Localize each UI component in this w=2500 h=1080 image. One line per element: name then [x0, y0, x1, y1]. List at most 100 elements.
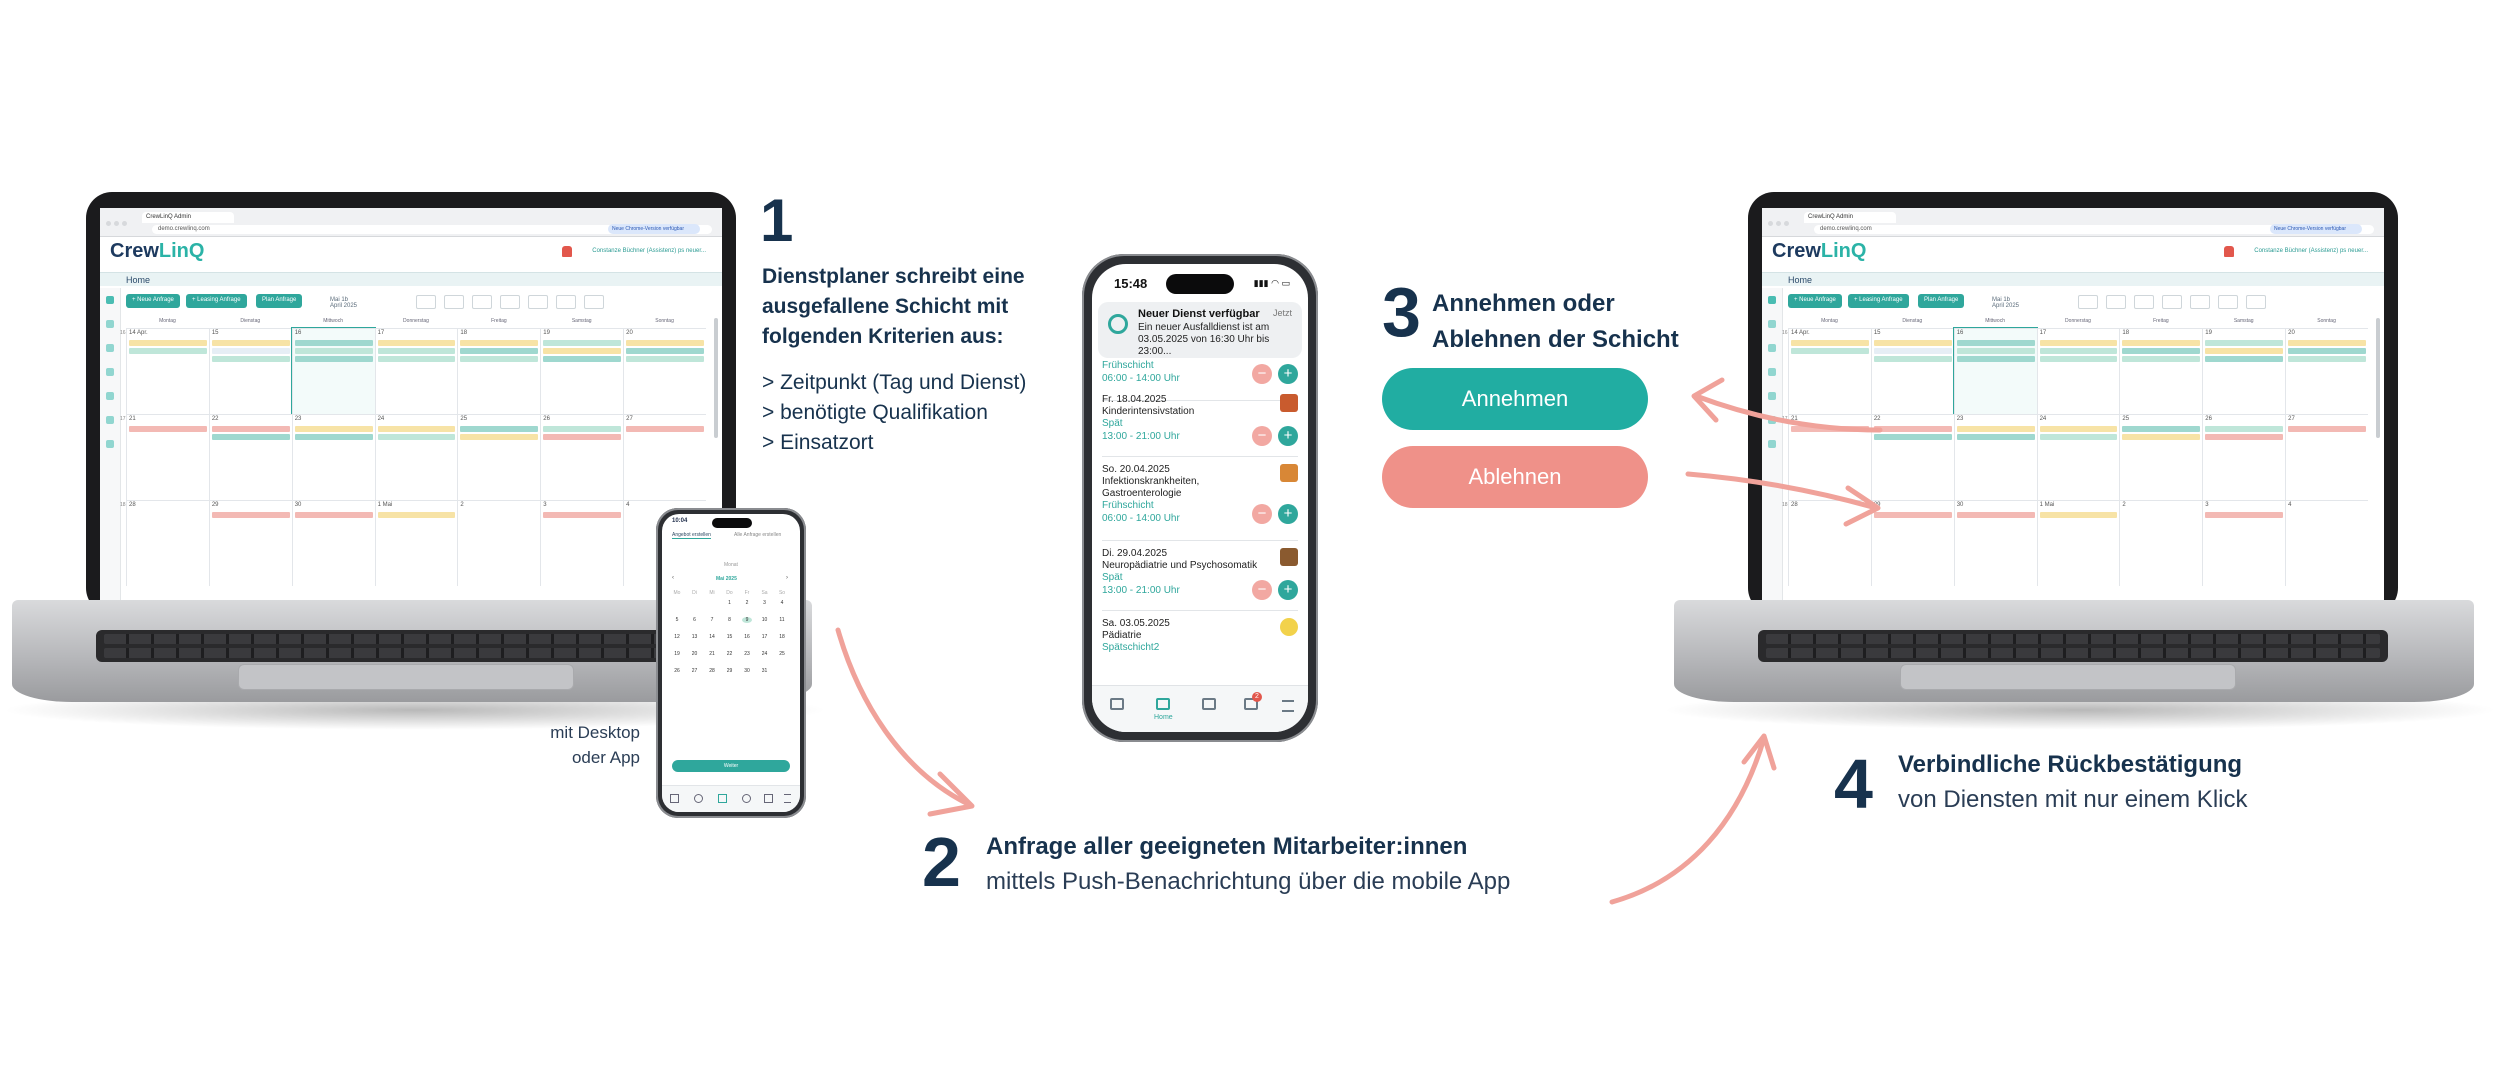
shift-event[interactable] [294, 434, 373, 440]
shift-event[interactable] [626, 340, 704, 346]
shift-event[interactable] [129, 348, 207, 354]
shift-event[interactable] [211, 348, 290, 354]
month-day[interactable]: 15 [726, 634, 733, 640]
view-toggle[interactable] [2078, 295, 2098, 309]
month-value[interactable]: Mai 2025 [716, 576, 737, 582]
month-day[interactable]: 14 [709, 634, 715, 640]
shift-event[interactable] [1956, 512, 2035, 518]
export-toggle[interactable] [584, 295, 604, 309]
decline-shift-button[interactable]: − [1252, 504, 1272, 524]
month-day[interactable]: 25 [779, 651, 785, 657]
month-day[interactable]: 16 [744, 634, 750, 640]
cloud-icon[interactable] [106, 440, 114, 448]
leasing-request-button[interactable]: + Leasing Anfrage [1848, 294, 1909, 308]
scrollbar[interactable] [714, 318, 718, 438]
calendar-icon[interactable] [106, 296, 114, 304]
shift-event[interactable] [543, 434, 622, 440]
calendar-icon[interactable] [1110, 698, 1124, 710]
shift-event[interactable] [211, 512, 290, 518]
month-day[interactable]: 20 [691, 651, 698, 657]
shift-event[interactable] [2039, 340, 2118, 346]
filter-toggle[interactable] [444, 295, 464, 309]
month-day[interactable]: 5 [675, 617, 679, 623]
shift-event[interactable] [1956, 340, 2035, 346]
calendar-day-cell[interactable]: 17 [374, 328, 458, 414]
shift-event[interactable] [2039, 426, 2118, 432]
month-day[interactable]: 9 [742, 617, 752, 623]
undo-toggle[interactable] [556, 295, 576, 309]
shift-event[interactable] [626, 356, 704, 362]
calendar-day-cell[interactable]: 16 [1952, 327, 2038, 415]
decline-shift-button[interactable]: − [1252, 364, 1272, 384]
shift-event[interactable] [2122, 434, 2201, 440]
user-icon[interactable] [106, 320, 114, 328]
calendar-day-cell[interactable]: 3 [2202, 500, 2286, 586]
calendar-day-cell[interactable]: 25 [457, 414, 541, 500]
month-day[interactable]: 27 [691, 668, 698, 674]
push-notification[interactable]: Neuer Dienst verfügbar Ein neuer Ausfall… [1098, 302, 1302, 358]
month-day[interactable]: 8 [728, 617, 731, 623]
calendar-day-cell[interactable]: 21 [126, 414, 209, 500]
megaphone-icon[interactable] [1768, 392, 1776, 400]
accept-button[interactable]: Annehmen [1382, 368, 1648, 430]
person-toggle[interactable] [2162, 295, 2182, 309]
shift-event[interactable] [377, 512, 456, 518]
calendar-day-cell[interactable]: 1 Mai [2036, 500, 2120, 586]
calendar-day-cell[interactable]: 22 [1870, 414, 1954, 500]
shift-event[interactable] [1956, 356, 2035, 362]
cloud-icon[interactable] [1768, 440, 1776, 448]
shift-event[interactable] [1956, 426, 2035, 432]
shift-event[interactable] [294, 340, 373, 346]
shift-event[interactable] [129, 340, 207, 346]
shift-event[interactable] [377, 348, 456, 354]
tab-create-offer[interactable]: Angebot erstellen [672, 532, 711, 539]
user-name[interactable]: Constanze Büchner (Assistenz) ps neuer..… [2254, 248, 2368, 254]
shift-event[interactable] [543, 356, 622, 362]
shift-event[interactable] [460, 356, 539, 362]
share-toggle[interactable] [2190, 295, 2210, 309]
shift-event[interactable] [1956, 434, 2035, 440]
month-day[interactable]: 31 [761, 668, 768, 674]
notification-bell-icon[interactable] [562, 246, 572, 257]
user-icon[interactable] [1768, 320, 1776, 328]
shift-event[interactable] [626, 426, 704, 432]
month-day[interactable]: 21 [709, 651, 715, 657]
month-day[interactable]: 4 [780, 600, 784, 606]
month-day[interactable]: 28 [709, 668, 715, 674]
shift-event[interactable] [377, 434, 456, 440]
shift-event[interactable] [2205, 340, 2284, 346]
shift-event[interactable] [2288, 348, 2366, 354]
month-day[interactable]: 2 [745, 600, 749, 606]
accept-shift-button[interactable]: + [1278, 504, 1298, 524]
month-day[interactable]: 29 [726, 668, 733, 674]
chat-icon[interactable] [1244, 698, 1258, 710]
shift-event[interactable] [129, 426, 207, 432]
month-day[interactable]: 30 [744, 668, 750, 674]
org-icon[interactable] [1768, 368, 1776, 376]
sync-toggle[interactable] [472, 295, 492, 309]
share-toggle[interactable] [528, 295, 548, 309]
browser-tab[interactable]: CrewLinQ Admin [142, 212, 234, 223]
shift-event[interactable] [1791, 340, 1869, 346]
calendar-day-cell[interactable]: 24 [374, 414, 458, 500]
calendar-day-cell[interactable]: 16 [290, 327, 376, 415]
shift-event[interactable] [2039, 356, 2118, 362]
calendar-day-cell[interactable]: 14 Apr. [1788, 328, 1871, 414]
shift-event[interactable] [2205, 426, 2284, 432]
shift-event[interactable] [2205, 434, 2284, 440]
chat-icon[interactable] [764, 794, 773, 803]
view-toggle[interactable] [416, 295, 436, 309]
month-day[interactable]: 3 [763, 600, 766, 606]
calendar-icon[interactable] [718, 794, 727, 803]
shift-event[interactable] [2039, 434, 2118, 440]
export-toggle[interactable] [2246, 295, 2266, 309]
accept-shift-button[interactable]: + [1278, 364, 1298, 384]
shift-event[interactable] [294, 512, 373, 518]
month-day[interactable]: 26 [674, 668, 680, 674]
plan-request-button[interactable]: Plan Anfrage [256, 294, 303, 308]
shift-event[interactable] [1873, 512, 1952, 518]
shift-event[interactable] [1873, 426, 1952, 432]
month-day[interactable]: 6 [693, 617, 696, 623]
month-day[interactable]: 11 [779, 617, 785, 623]
